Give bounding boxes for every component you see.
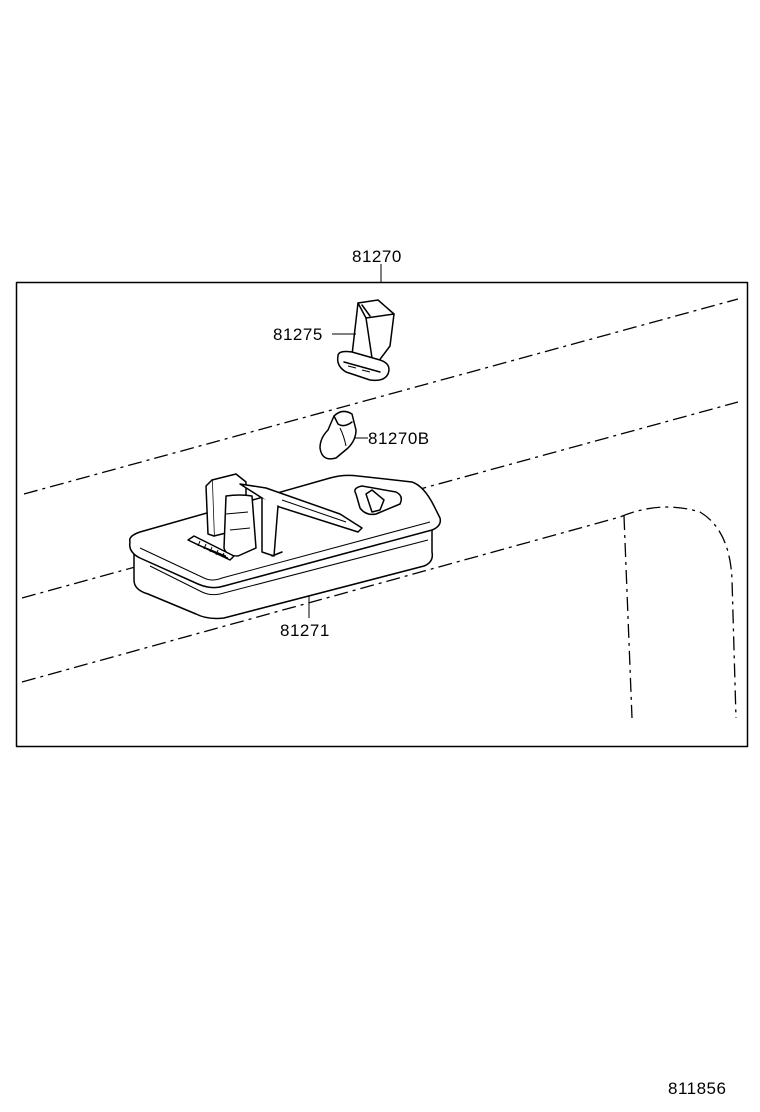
callout-assembly: 81270 [352,247,402,266]
socket-part [336,299,395,382]
bulb-part [319,410,357,460]
callout-lens: 81271 [280,621,330,640]
figure-code: 811856 [668,1079,726,1098]
lamp-housing [128,473,442,620]
callout-socket: 81275 [273,325,323,344]
assembly-frame [15,281,749,748]
callout-bulb: 81270B [368,429,430,448]
